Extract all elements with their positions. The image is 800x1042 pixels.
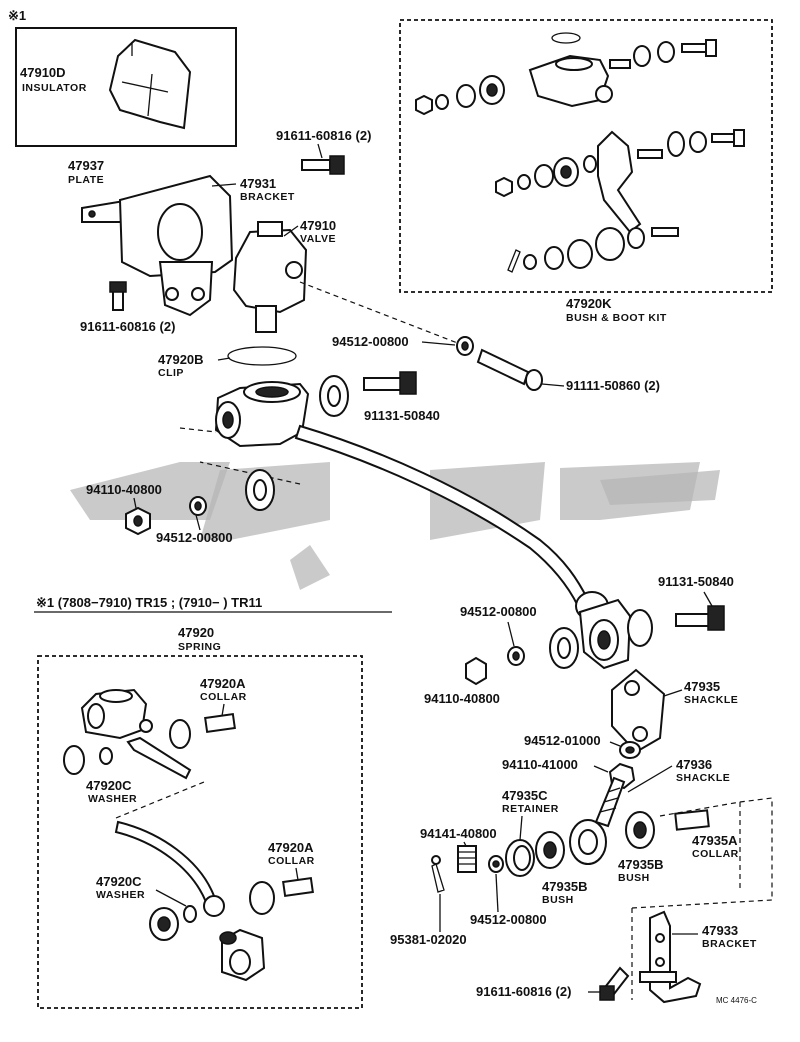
kit-box xyxy=(399,19,773,293)
bracket-bottom-name: BRACKET xyxy=(702,938,757,950)
link-body-part xyxy=(214,381,310,448)
kit-row-3 xyxy=(507,227,679,273)
plate-part-number: 47937 xyxy=(68,158,104,173)
insulator-part-number: 47910D xyxy=(20,65,66,80)
spring-box xyxy=(37,655,363,1009)
watermark-logo xyxy=(70,462,720,590)
kit-row-1 xyxy=(415,32,717,116)
drawing-code: MC 4476-C xyxy=(716,996,757,1005)
washer-bottom-part-number: 94512-00800 xyxy=(470,912,547,927)
collar-right-name: COLLAR xyxy=(692,848,739,860)
rod-end-part xyxy=(575,591,653,670)
valve-part-number: 47910 xyxy=(300,218,336,233)
washer-c-lower-part-number: 47920C xyxy=(96,874,142,889)
retainer-part xyxy=(505,839,535,877)
shackle-a-part xyxy=(611,668,666,754)
washer-mid-part xyxy=(507,646,525,666)
nut-mid-part-number: 94110-40800 xyxy=(424,691,500,706)
collar-lower-name: COLLAR xyxy=(268,855,315,867)
spring-lower-bush xyxy=(149,876,314,941)
nut-left-part-number: 94110-40800 xyxy=(86,482,162,497)
footnote: ※1 (7808−7910) TR15 ; (7910− ) TR11 xyxy=(36,595,262,610)
shackle-a-name: SHACKLE xyxy=(684,694,738,706)
collar-lower-part-number: 47920A xyxy=(268,840,314,855)
spring-upper-bush xyxy=(169,712,236,749)
nut-lock-part xyxy=(457,845,477,873)
bolt-mid-part-number: 91131-50840 xyxy=(364,408,440,423)
shackle-b-name: SHACKLE xyxy=(676,772,730,784)
bolt-long-part-number: 91111-50860 (2) xyxy=(566,378,660,393)
cotter-part-number: 95381-02020 xyxy=(390,932,467,947)
valve-part xyxy=(232,221,308,333)
bracket-bottom-part xyxy=(649,910,702,1004)
bracket-bottom-part-number: 47933 xyxy=(702,923,738,938)
shackle-b-part xyxy=(569,776,626,865)
retainer-name: RETAINER xyxy=(502,803,559,815)
bracket-top-name: BRACKET xyxy=(240,191,295,203)
insulator-box xyxy=(15,27,237,147)
nut-mid-part xyxy=(465,656,487,686)
bush-right-part xyxy=(625,811,655,849)
washer-upper-part-number: 94512-00800 xyxy=(332,334,409,349)
bush-right-part-number: 47935B xyxy=(618,857,664,872)
collar-right-part-number: 47935A xyxy=(692,833,738,848)
clip-name: CLIP xyxy=(158,367,184,379)
spring-part-number: 47920 xyxy=(178,625,214,640)
bolt-top-part-number: 91611-60816 (2) xyxy=(276,128,371,143)
kit-name: BUSH & BOOT KIT xyxy=(566,312,667,324)
shackle-b-part-number: 47936 xyxy=(676,757,712,772)
washer-01000-part-number: 94512-01000 xyxy=(524,733,601,748)
bush-right-name: BUSH xyxy=(618,872,650,884)
collar-upper-part-number: 47920A xyxy=(200,676,246,691)
spring-name: SPRING xyxy=(178,641,221,653)
nut-41000-part-number: 94110-41000 xyxy=(502,757,578,772)
plate-name: PLATE xyxy=(68,174,104,186)
washer-upper-part xyxy=(456,336,474,356)
spring-lower-body xyxy=(114,820,266,982)
collar-upper-name: COLLAR xyxy=(200,691,247,703)
washer-large-right xyxy=(549,627,579,669)
bolt-bottom-part xyxy=(599,966,677,1001)
bolt-right-part-number: 91131-50840 xyxy=(658,574,734,589)
spring-upper-body xyxy=(80,688,192,780)
washer-c-upper-part xyxy=(63,745,113,775)
bush-left-part-number: 47935B xyxy=(542,879,588,894)
bolt-mid-part xyxy=(363,371,417,395)
nut-lock-part-number: 94141-40800 xyxy=(420,826,497,841)
washer-c-upper-part-number: 47920C xyxy=(86,778,132,793)
bush-left-part xyxy=(535,831,565,869)
bolt-long-part xyxy=(476,348,543,391)
cotter-part xyxy=(431,855,445,893)
washer-01000-part xyxy=(619,741,641,759)
bracket-top-part-number: 47931 xyxy=(240,176,276,191)
bracket-top-part xyxy=(118,174,234,317)
washer-large-lower xyxy=(245,469,275,511)
washer-large-upper xyxy=(319,375,349,417)
nut-left-part xyxy=(125,506,151,536)
bolt-right-part xyxy=(675,605,725,631)
shackle-a-part-number: 47935 xyxy=(684,679,720,694)
bolt-left-part-number: 91611-60816 (2) xyxy=(80,319,175,334)
note-mark: ※1 xyxy=(8,8,26,23)
bolt-top-part xyxy=(301,155,345,175)
kit-part-number: 47920K xyxy=(566,296,612,311)
washer-left-part-number: 94512-00800 xyxy=(156,530,233,545)
clip-part xyxy=(227,346,297,366)
bolt-bottom-part-number: 91611-60816 (2) xyxy=(476,984,571,999)
insulator-name: INSULATOR xyxy=(22,82,87,94)
clip-part-number: 47920B xyxy=(158,352,204,367)
washer-mid-part-number: 94512-00800 xyxy=(460,604,537,619)
washer-c-upper-name: WASHER xyxy=(88,793,137,805)
kit-row-2 xyxy=(495,129,745,234)
valve-name: VALVE xyxy=(300,233,336,245)
bolt-left-part xyxy=(109,281,127,311)
insulator-part xyxy=(108,38,192,130)
bush-left-name: BUSH xyxy=(542,894,574,906)
retainer-part-number: 47935C xyxy=(502,788,548,803)
washer-bottom-part xyxy=(488,855,504,873)
washer-c-lower-name: WASHER xyxy=(96,889,145,901)
washer-left-part xyxy=(189,496,207,516)
collar-right-part xyxy=(674,809,710,831)
